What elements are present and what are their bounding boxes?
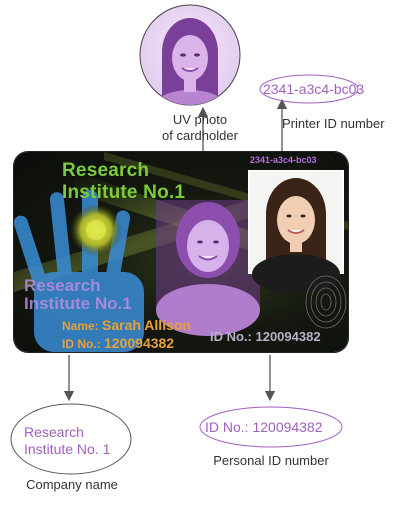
cardholder-photo bbox=[248, 170, 344, 294]
blue-hand-graphic bbox=[14, 190, 144, 352]
card-name-line: Name: Sarah Allison bbox=[62, 317, 191, 333]
id-card: 2341-a3c4-bc03 Research Institute No.1 R… bbox=[14, 152, 348, 352]
personal-id-value: ID No.: 120094382 bbox=[205, 419, 323, 435]
uv-photo-caption-line1: UV photo bbox=[172, 112, 228, 127]
hologram-swirl bbox=[305, 275, 347, 329]
card-uv-title-line1: Research bbox=[24, 276, 101, 295]
card-artwork bbox=[14, 152, 348, 352]
company-name-caption: Company name bbox=[26, 477, 118, 492]
card-title-line1: Research bbox=[62, 160, 150, 181]
card-name-label: Name: bbox=[62, 319, 99, 333]
uv-photo-caption-line2: of cardholder bbox=[162, 128, 238, 143]
card-title-line2: Institute No.1 bbox=[62, 182, 186, 203]
card-printer-id: 2341-a3c4-bc03 bbox=[250, 155, 317, 165]
printer-id-value: 2341-a3c4-bc03 bbox=[263, 81, 365, 97]
printer-id-ellipse bbox=[259, 74, 359, 104]
printer-id-caption: Printer ID number bbox=[282, 116, 385, 131]
card-id-secondary: ID No.: 120094382 bbox=[210, 329, 321, 344]
card-id-value: 120094382 bbox=[104, 335, 175, 351]
company-name-line2: Institute No. 1 bbox=[24, 441, 111, 457]
uv-photo-circle bbox=[139, 4, 241, 106]
card-uv-portrait bbox=[156, 200, 260, 336]
card-id-line: ID No.: 120094382 bbox=[62, 335, 174, 351]
card-id-label: ID No.: bbox=[62, 337, 101, 351]
personal-id-caption: Personal ID number bbox=[213, 453, 329, 468]
card-name-value: Sarah Allison bbox=[102, 317, 191, 333]
personal-id-ellipse bbox=[199, 406, 343, 448]
company-name-ellipse bbox=[10, 403, 132, 475]
company-name-line1: Research bbox=[24, 424, 84, 440]
card-uv-title-line2: Institute No.1 bbox=[24, 294, 132, 313]
